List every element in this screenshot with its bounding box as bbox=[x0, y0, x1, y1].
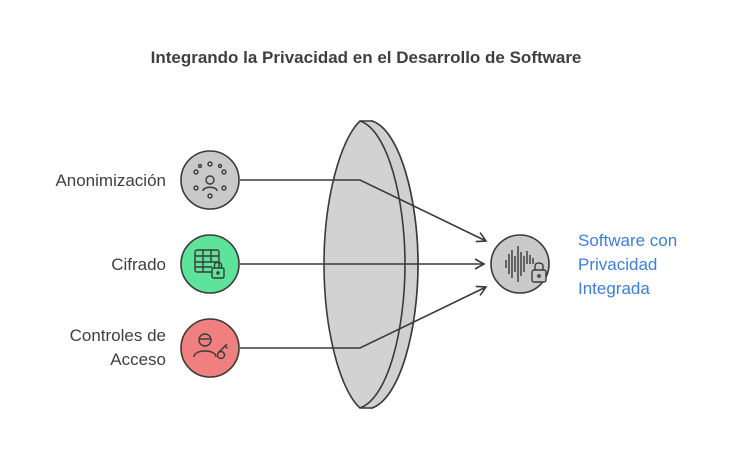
node-circle bbox=[180, 318, 240, 378]
label-line: Anonimización bbox=[55, 171, 166, 190]
node-result bbox=[490, 234, 550, 294]
node-circle bbox=[490, 234, 550, 294]
label-line: Acceso bbox=[110, 350, 166, 369]
soundwave-lock-icon bbox=[505, 246, 547, 283]
connector-anonimizacion bbox=[240, 179, 488, 243]
network-people-icon bbox=[193, 161, 227, 199]
node-circle bbox=[180, 234, 240, 294]
label-controles-acceso: Controles de Acceso bbox=[10, 324, 166, 372]
label-cifrado: Cifrado bbox=[10, 253, 166, 277]
node-controles-acceso bbox=[180, 318, 240, 378]
label-line: Controles de bbox=[69, 326, 166, 345]
label-line: Privacidad bbox=[578, 255, 658, 274]
encrypted-table-lock-icon bbox=[194, 249, 225, 279]
user-key-icon bbox=[193, 333, 228, 360]
label-line: Cifrado bbox=[111, 255, 166, 274]
label-line: Software con bbox=[578, 231, 678, 250]
connector-controles bbox=[240, 285, 488, 349]
node-circle bbox=[180, 150, 240, 210]
label-result: Software con Privacidad Integrada bbox=[578, 229, 728, 301]
node-anonimizacion bbox=[180, 150, 240, 210]
label-anonimizacion: Anonimización bbox=[10, 169, 166, 193]
label-line: Integrada bbox=[578, 279, 650, 298]
node-cifrado bbox=[180, 234, 240, 294]
diagram-title: Integrando la Privacidad en el Desarroll… bbox=[150, 48, 582, 67]
